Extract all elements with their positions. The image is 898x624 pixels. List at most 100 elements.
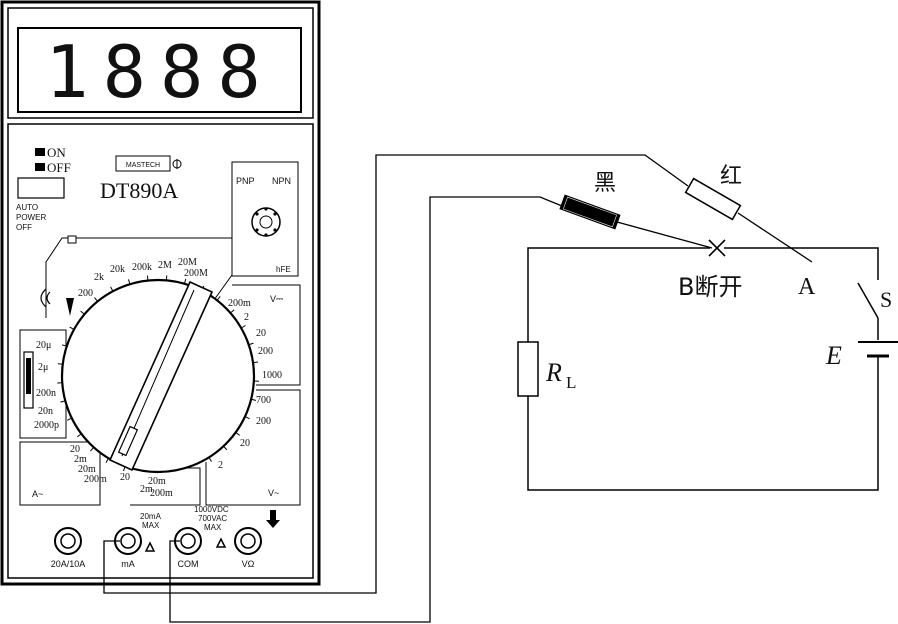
dial-pointer (117, 425, 139, 457)
test-leads (103, 154, 689, 623)
range-2m: 2M (158, 260, 172, 271)
model-label: DT890A (100, 178, 178, 203)
dial-tick (146, 275, 149, 281)
com-note-3: MAX (204, 523, 222, 532)
acv-label: V~ (268, 488, 279, 498)
on-label: ON (47, 145, 66, 160)
hfe-socket[interactable] (251, 207, 281, 237)
hfe-label: hFE (276, 265, 291, 274)
aca-200m: 200m (84, 474, 107, 485)
switch-s-label: S (880, 287, 892, 312)
down-arrow-icon (266, 510, 280, 528)
dcv-200m: 200m (228, 298, 251, 309)
dial-tick (248, 342, 254, 346)
aca-range-outline (19, 441, 101, 506)
dial-ticks (57, 275, 259, 472)
cap-200n: 200n (36, 388, 56, 399)
lcd-display (17, 27, 302, 113)
lcd-reading: 1888 (45, 30, 274, 114)
red-lead-label: 红 (720, 164, 742, 189)
dcv-1000: 1000 (262, 370, 282, 381)
dial-tick (105, 458, 109, 463)
jack-vohm-label: VΩ (242, 559, 255, 569)
resistor-label: R (545, 358, 562, 387)
brand-plate (115, 155, 171, 172)
dial-tick (77, 433, 82, 438)
small-indicator (67, 235, 77, 244)
rotary-selector[interactable] (57, 275, 259, 474)
dca-20: 20 (120, 472, 130, 483)
dial-tick (80, 310, 85, 315)
cap-range-outline (19, 329, 67, 439)
dial-tick (110, 286, 114, 292)
red-lead-wire (103, 154, 689, 594)
aca-20: 20 (70, 444, 80, 455)
dial-tick (61, 344, 67, 347)
cap-20u: 20μ (36, 340, 51, 351)
range-200m: 200M (184, 268, 208, 279)
jack-vohm[interactable] (234, 527, 262, 555)
dca-2m: 2m (140, 484, 153, 495)
dca-20m: 20m (148, 476, 166, 487)
dial-tick (235, 432, 241, 436)
power-button[interactable] (17, 177, 65, 199)
circuit-top-right-wire (724, 247, 879, 280)
off-label: OFF (47, 160, 71, 175)
ma-note-2: MAX (142, 521, 160, 530)
dial-tick (67, 417, 72, 421)
brand-label: MASTECH (126, 162, 160, 169)
circuit (527, 239, 898, 491)
com-note-1: 1000VDC (194, 505, 229, 514)
jack-20a-label: 20A/10A (51, 559, 86, 569)
buzzer-icon (40, 288, 51, 308)
ohm-range-outline (45, 237, 233, 318)
dial-tick (60, 400, 66, 403)
on-indicator (35, 148, 45, 156)
acv-700: 700 (256, 395, 271, 406)
red-probe[interactable] (684, 177, 813, 263)
aca-20m: 20m (78, 464, 96, 475)
dial-tick (240, 325, 246, 329)
range-20k: 20k (110, 264, 125, 275)
acv-2: 2 (218, 460, 223, 471)
resistor-rl (517, 341, 539, 397)
switch-s[interactable] (857, 282, 879, 319)
range-200k: 200k (132, 262, 152, 273)
power-label: POWER (16, 213, 46, 222)
point-a-label: A (798, 274, 816, 300)
jack-ma[interactable] (114, 527, 142, 555)
dial-tick (90, 447, 95, 452)
range-2k: 2k (94, 272, 104, 283)
dial-tick (251, 398, 257, 401)
acv-range-outline (205, 389, 301, 506)
dial-tick (57, 363, 63, 365)
black-lead-label: 黑 (594, 171, 616, 196)
jack-20a[interactable] (54, 527, 82, 555)
dial-tick (216, 296, 221, 301)
resistor-subscript: L (566, 373, 576, 392)
warning-triangle-icon (215, 537, 227, 548)
dial-tick (94, 297, 98, 302)
pnp-label: PNP (236, 176, 255, 186)
multimeter: 1888 ON OFF AUTO POWER OFF MASTECH DT890… (0, 0, 321, 586)
point-b-label: B断开 (678, 273, 742, 301)
battery-e-label: E (825, 341, 842, 370)
range-20m: 20M (178, 257, 197, 268)
dial-tick (208, 457, 212, 462)
dial-tick (223, 445, 228, 451)
dcv-20: 20 (256, 328, 266, 339)
com-note-2: 700VAC (198, 514, 227, 523)
range-200: 200 (78, 288, 93, 299)
black-probe[interactable] (559, 194, 713, 249)
diode-icon (66, 298, 74, 316)
aca-2m: 2m (74, 454, 87, 465)
auto-label: AUTO (16, 203, 38, 212)
cap-2u: 2μ (38, 362, 48, 373)
acv-200: 200 (256, 416, 271, 427)
circuit-loop-wire (527, 247, 879, 491)
acv-20: 20 (240, 438, 250, 449)
cap-2000p: 2000p (34, 420, 59, 431)
dial-tick (69, 326, 75, 330)
dial-knob[interactable] (108, 280, 214, 472)
